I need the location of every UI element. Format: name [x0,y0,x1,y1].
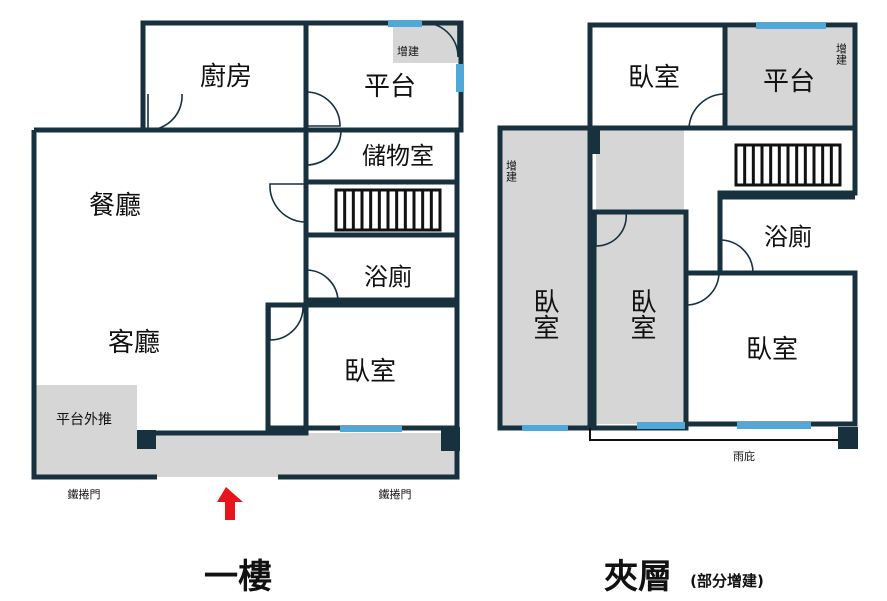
addition-bedroom-area [500,130,588,427]
canopy-label: 雨庇 [733,449,755,463]
rolling-door-right-label: 鐵捲門 [379,487,412,501]
pillar [441,427,460,451]
ground-floor-title: 一樓 [204,557,272,597]
balcony-label: 平台 [364,72,416,102]
door-icon [305,129,342,166]
pillar [588,130,600,154]
ground-floor-plan: 廚房 平台 增建 儲物室 餐廳 浴廁 客廳 臥室 平台外推 鐵捲門 鐵捲門 一樓 [31,20,464,597]
door-icon [688,93,726,129]
stairs-icon [734,143,842,187]
addition-left-label: 增建 [505,159,518,183]
bedroom-area [596,214,684,424]
mezzanine-walls [497,22,858,431]
front-porch-area [137,433,457,477]
balcony-extension-area [34,385,137,477]
door-icon [305,91,341,127]
door-icon [685,272,720,306]
balcony-area [726,28,853,128]
rolling-door-left-label: 鐵捲門 [68,487,101,501]
entrance-arrow-icon [217,487,243,520]
door-icon [269,183,307,223]
storage-label: 儲物室 [362,142,434,170]
bedroom-mid-label: 臥室 [626,288,656,340]
dining-label: 餐廳 [89,191,141,221]
window [756,22,826,29]
door-icon [269,306,304,341]
door-icon [719,239,754,274]
mezzanine-title: 夾層 [604,557,672,597]
door-icon [305,269,339,303]
bedroom-left-label: 臥室 [529,288,559,340]
window [737,422,811,429]
addition-area [393,23,459,63]
door-icon [595,211,628,247]
mezzanine-plan: 臥室 平台 增建 增建 浴廁 臥室 臥室 臥室 雨庇 夾層 (部分增建) [497,22,858,597]
window [340,426,402,432]
kitchen-label: 廚房 [200,62,252,92]
window [522,425,568,431]
bedroom-top-label: 臥室 [628,63,680,93]
addition-label: 增建 [397,44,419,58]
balcony-label: 平台 [763,67,815,97]
door-swings [147,22,459,341]
addition-top-label: 增建 [835,42,848,66]
window [637,422,685,429]
canopy-outline [589,428,838,441]
bathroom-label: 浴廁 [764,223,812,251]
door-icon [425,22,459,58]
window [388,20,422,27]
living-room-label: 客廳 [108,328,160,358]
door-swings [595,93,754,306]
bedroom-right-label: 臥室 [746,335,798,365]
door-icon [147,93,183,131]
stairs-icon [334,188,442,232]
bedroom-label: 臥室 [344,357,396,387]
mezzanine-subtitle: (部分增建) [690,572,764,590]
window [456,64,464,92]
addition-hall-area [596,130,684,212]
bathroom-label: 浴廁 [364,263,412,291]
pillar [838,427,858,449]
pillar [137,430,156,449]
balcony-extension-label: 平台外推 [56,412,112,428]
